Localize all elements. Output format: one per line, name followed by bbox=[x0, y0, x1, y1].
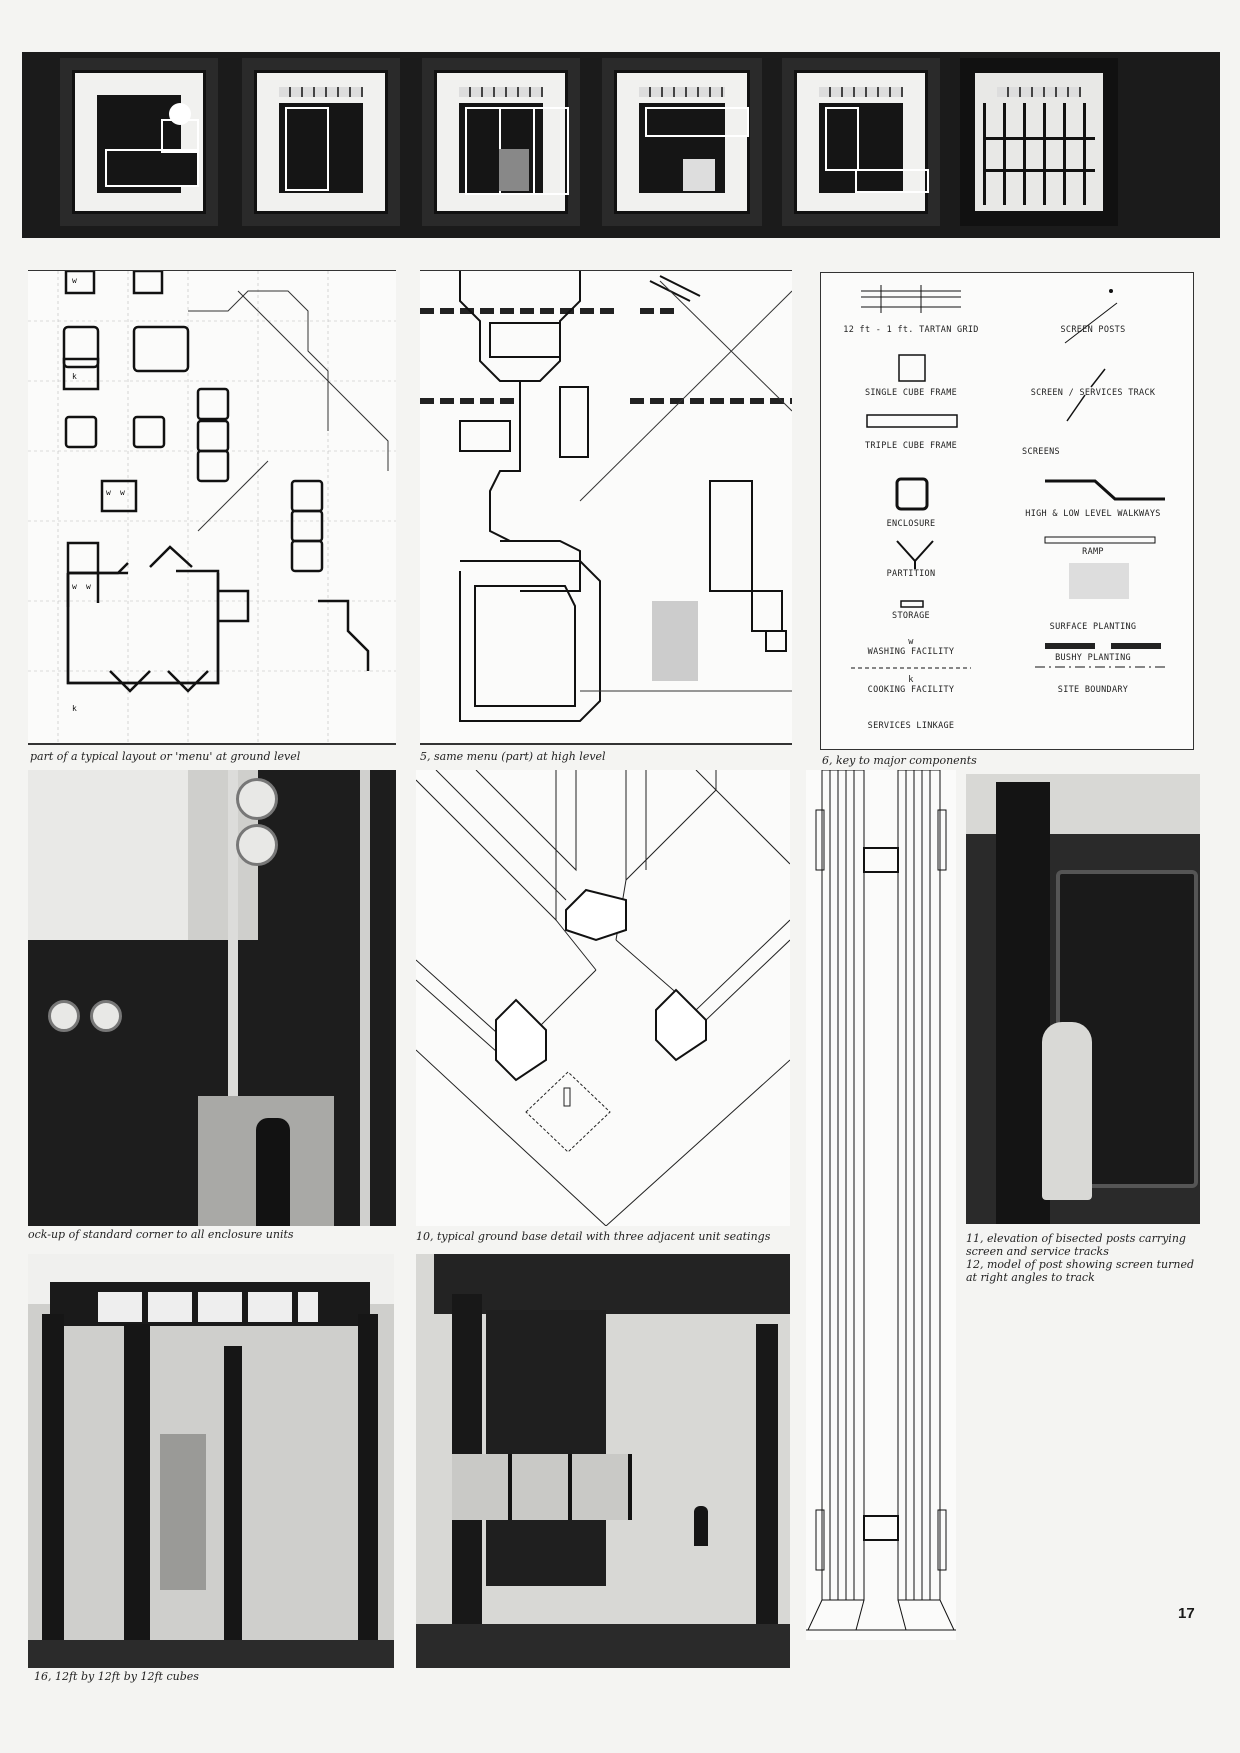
key-label-cooking: COOKING FACILITY bbox=[867, 685, 955, 695]
key-label-services-linkage: SERVICES LINKAGE bbox=[867, 721, 955, 731]
key-symbols bbox=[851, 285, 1165, 669]
plan-mark: k bbox=[72, 704, 77, 713]
caption-ground-base: 10, typical ground base detail with thre… bbox=[416, 1230, 771, 1243]
plan-mark: k bbox=[72, 372, 77, 381]
caption-cubes: 16, 12ft by 12ft by 12ft cubes bbox=[34, 1670, 199, 1683]
key-mark-washing: w bbox=[908, 637, 914, 647]
key-label-partition: PARTITION bbox=[886, 569, 936, 579]
key-label-ramp: RAMP bbox=[1082, 547, 1104, 557]
cube-model-strip bbox=[22, 52, 1220, 238]
caption-posts-line1: 11, elevation of bisected posts carrying bbox=[966, 1232, 1186, 1245]
high-level-plan bbox=[420, 270, 793, 745]
post-model-photo bbox=[966, 774, 1200, 1224]
key-mark-cooking: k bbox=[908, 675, 914, 685]
key-label-screen-posts: SCREEN POSTS bbox=[1060, 325, 1126, 335]
cube-model-photo-2 bbox=[242, 58, 400, 226]
cube-photo-skylight bbox=[28, 1254, 394, 1668]
key-label-bushy-planting: BUSHY PLANTING bbox=[1055, 653, 1131, 663]
ground-plan-drawing: w k w w w w k bbox=[28, 269, 396, 743]
ground-base-detail bbox=[415, 769, 791, 1227]
page-number: 17 bbox=[1178, 1605, 1195, 1622]
corner-mockup-photo bbox=[28, 770, 396, 1226]
plan-mark: w bbox=[106, 488, 111, 497]
plan-mark: w bbox=[72, 276, 77, 285]
cube-model-photo-6 bbox=[960, 58, 1118, 226]
bisected-post-elevation bbox=[806, 769, 956, 1640]
cube-model-photo-4 bbox=[602, 58, 762, 226]
caption-ground-layout: part of a typical layout or 'menu' at gr… bbox=[30, 750, 301, 763]
ground-level-plan: w k w w w w k bbox=[28, 269, 396, 745]
key-label-screens: SCREENS bbox=[1022, 447, 1060, 457]
key-label-washing: WASHING FACILITY bbox=[867, 647, 955, 657]
component-key: 12 ft - 1 ft. TARTAN GRID SINGLE CUBE FR… bbox=[820, 272, 1194, 750]
key-label-enclosure: ENCLOSURE bbox=[886, 519, 936, 529]
post-elevation-drawing bbox=[806, 769, 956, 1631]
cube-model-photo-3 bbox=[422, 58, 580, 226]
key-label-walkways: HIGH & LOW LEVEL WALKWAYS bbox=[1025, 509, 1161, 519]
key-label-site-boundary: SITE BOUNDARY bbox=[1057, 685, 1129, 695]
key-label-triple-cube: TRIPLE CUBE FRAME bbox=[864, 441, 958, 451]
ground-base-drawing bbox=[415, 769, 791, 1227]
plan-mark: w bbox=[120, 488, 125, 497]
high-plan-drawing bbox=[420, 271, 793, 722]
caption-key: 6, key to major components bbox=[822, 754, 977, 767]
key-label-storage: STORAGE bbox=[892, 611, 930, 621]
cube-model-photo-5 bbox=[782, 58, 940, 226]
key-label-tartan-grid: 12 ft - 1 ft. TARTAN GRID bbox=[843, 325, 979, 335]
caption-posts-line3: 12, model of post showing screen turned bbox=[966, 1258, 1194, 1271]
caption-mockup: ock-up of standard corner to all enclosu… bbox=[28, 1228, 294, 1241]
caption-posts-line2: screen and service tracks bbox=[966, 1245, 1109, 1258]
key-label-single-cube: SINGLE CUBE FRAME bbox=[864, 388, 958, 398]
plan-mark: w bbox=[72, 582, 77, 591]
cube-model-photo-1 bbox=[60, 58, 218, 226]
key-label-services-track: SCREEN / SERVICES TRACK bbox=[1030, 388, 1156, 398]
plan-mark: w bbox=[86, 582, 91, 591]
caption-posts-line4: at right angles to track bbox=[966, 1271, 1095, 1284]
key-label-surface-planting: SURFACE PLANTING bbox=[1049, 622, 1137, 632]
cube-photo-enclosed bbox=[416, 1254, 790, 1668]
caption-high-level: 5, same menu (part) at high level bbox=[420, 750, 606, 763]
